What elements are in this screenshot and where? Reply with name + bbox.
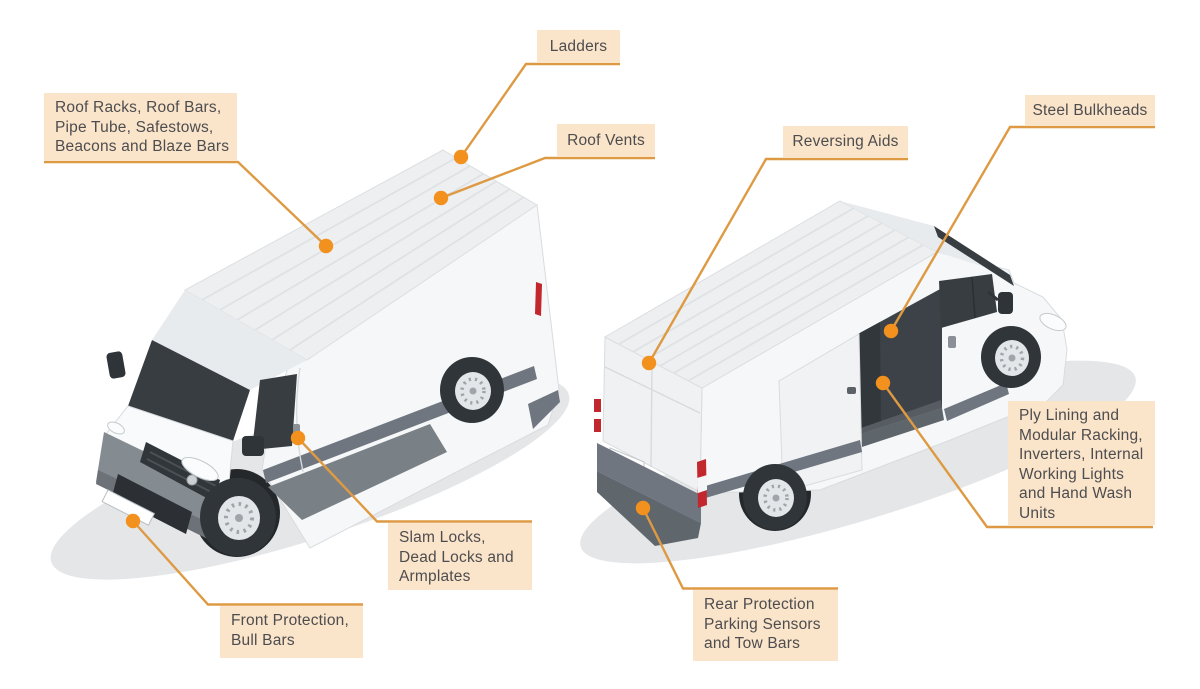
front-van-cab-roof	[152, 290, 307, 390]
connector-front-protection-line	[132, 520, 363, 606]
callout-roof-vents-label: Roof Vents	[567, 131, 645, 149]
rear-van-rear-wheel	[743, 464, 807, 530]
callout-front-protection-line1: Front Protection,	[231, 612, 349, 629]
connector-steel-bulkheads-dot	[883, 323, 899, 339]
rear-van-roof-ridges	[618, 207, 924, 382]
rear-van-windshield	[934, 226, 1014, 286]
connector-ply-lining-dot	[875, 375, 891, 391]
callout-ply-lining: Ply Lining and Modular Racking, Inverter…	[1008, 401, 1155, 525]
front-van-tail-light	[535, 282, 542, 316]
callout-steel-bulkheads: Steel Bulkheads	[1025, 95, 1155, 126]
connector-ladders-dot	[453, 149, 469, 165]
callout-reversing-aids: Reversing Aids	[783, 126, 908, 158]
callout-ladders-label: Ladders	[549, 37, 608, 55]
rear-van-mirror	[998, 292, 1013, 314]
rear-van-headlight	[1039, 312, 1067, 332]
front-van-grille-slat	[149, 451, 217, 487]
callout-rear-protection-line3: and Tow Bars	[704, 635, 801, 652]
rear-van-door-split-seam	[650, 362, 653, 468]
rear-van-sliding-door-handle	[847, 387, 856, 394]
callout-roof-vents: Roof Vents	[557, 124, 655, 157]
rear-van-cab-roof	[840, 201, 1010, 275]
callout-ply-lining-line1: Ply Lining and	[1019, 407, 1120, 424]
front-van-license-plate	[101, 489, 156, 526]
rear-van-illustration	[594, 200, 1068, 546]
front-van-rear-wheel	[440, 357, 504, 423]
rear-van-tail-light-side	[697, 459, 707, 508]
connector-front-protection-dot	[125, 513, 141, 529]
front-van-grille-slat	[146, 458, 214, 494]
callout-front-protection: Front Protection, Bull Bars	[220, 606, 363, 658]
connector-reversing-aids-dot	[641, 355, 657, 371]
rear-van-door-sill	[860, 408, 944, 447]
front-van-illustration	[96, 149, 560, 557]
front-van-headlight	[181, 456, 219, 482]
callout-rear-protection-line1: Rear Protection	[704, 596, 815, 613]
front-van-door-seam	[295, 367, 304, 473]
callout-roof-racks: Roof Racks, Roof Bars, Pipe Tube, Safest…	[44, 93, 237, 161]
rear-van-cab-door-handle	[948, 336, 956, 348]
connector-rear-protection-dot	[635, 500, 651, 516]
connector-reversing-aids-line	[647, 157, 908, 364]
front-van-rear-bumper-wrap	[528, 390, 560, 429]
connector-steel-bulkheads-line	[889, 125, 1155, 332]
rear-van-tail-light-left-lower	[594, 419, 601, 432]
callout-slam-locks: Slam Locks, Dead Locks and Armplates	[388, 523, 532, 590]
callout-roof-racks-line1: Roof Racks, Roof Bars,	[55, 99, 222, 116]
callout-ladders: Ladders	[537, 30, 620, 63]
rear-van-side-stripe-front	[944, 383, 1009, 421]
callout-rear-protection: Rear Protection Parking Sensors and Tow …	[693, 590, 838, 661]
callout-slam-locks-line2: Dead Locks and	[399, 548, 514, 566]
connector-slam-locks-dot	[290, 430, 306, 446]
callout-ply-lining-line3: Inverters, Internal	[1019, 446, 1144, 463]
rear-van-cab-window-divider	[971, 276, 976, 319]
callout-slam-locks-line1: Slam Locks,	[399, 529, 486, 546]
front-van-grille-lower	[112, 474, 192, 534]
front-van-mirror-far	[106, 351, 126, 379]
callout-rear-protection-line2: Parking Sensors	[704, 615, 821, 633]
callout-connectors	[44, 62, 1155, 606]
connector-roof-vents-line	[440, 156, 655, 200]
front-van-mirror-near	[242, 436, 264, 456]
connector-roof-racks-dot	[318, 238, 334, 254]
connector-slam-locks-line	[297, 437, 532, 523]
connector-roof-racks-line	[44, 160, 327, 247]
callout-roof-racks-line3: Beacons and Blaze Bars	[55, 138, 230, 155]
connector-roof-vents-dot	[433, 190, 449, 206]
rear-van-cab-window	[939, 274, 997, 328]
front-van-skirt	[268, 424, 447, 520]
front-van-front-wheel	[200, 478, 276, 556]
rear-van-open-doorway	[858, 288, 942, 434]
callout-slam-locks-line3: Armplates	[399, 568, 471, 585]
callout-steel-bulkheads-label: Steel Bulkheads	[1032, 101, 1148, 119]
callout-ply-lining-line6: Units	[1019, 504, 1056, 522]
callout-reversing-aids-label: Reversing Aids	[792, 133, 899, 151]
connector-ply-lining-line	[882, 382, 1153, 529]
rear-van-bumper	[597, 443, 701, 523]
rear-van-tail-light-left-upper	[594, 399, 601, 412]
callout-ply-lining-line4: Working Lights	[1019, 465, 1125, 483]
callout-ply-lining-line2: Modular Racking,	[1019, 426, 1143, 444]
front-van-badge	[186, 474, 198, 486]
callout-front-protection-line2: Bull Bars	[231, 631, 295, 649]
callout-ply-lining-line5: and Hand Wash	[1019, 485, 1133, 502]
rear-van-mirror-arm	[987, 290, 999, 302]
connector-rear-protection-line	[641, 507, 838, 590]
rear-van-door-cross-seam	[604, 366, 701, 414]
front-van-door-window	[252, 374, 297, 450]
front-van-headlight-far	[107, 421, 125, 435]
callout-roof-racks-line2: Pipe Tube, Safestows,	[55, 118, 214, 136]
rear-van-front-wheel	[981, 326, 1041, 388]
connector-ladders-line	[460, 62, 620, 158]
